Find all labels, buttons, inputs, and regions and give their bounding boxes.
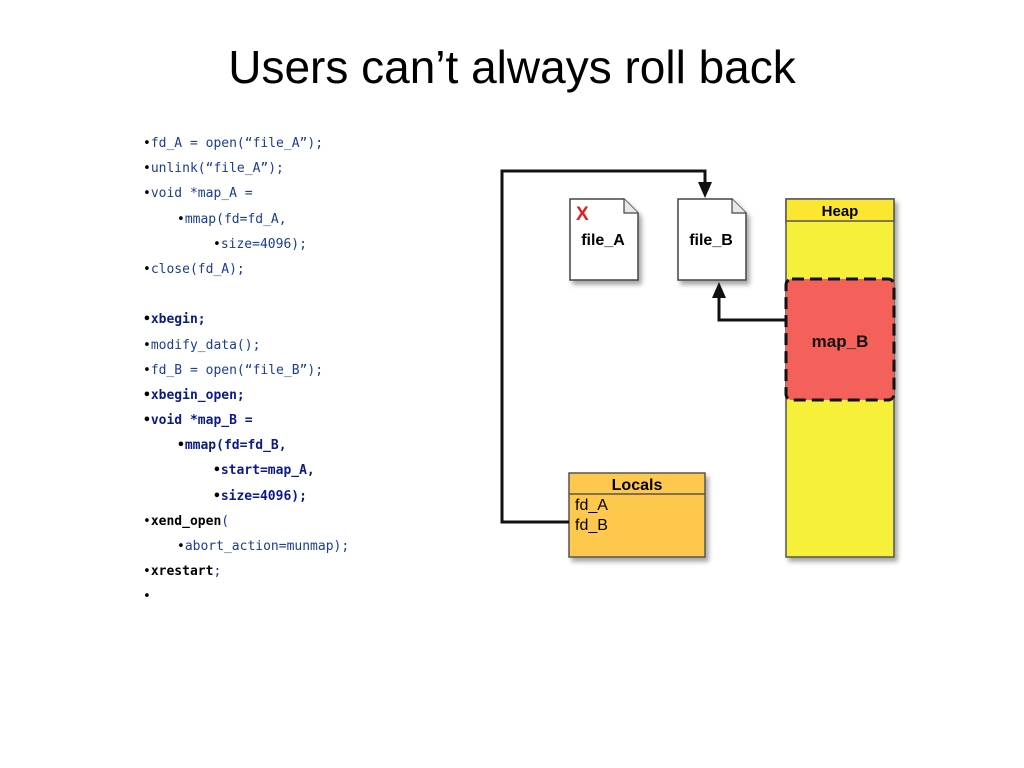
code-text: void *map_A = (150, 186, 253, 202)
file-b-label: file_B (689, 232, 733, 249)
bullet-icon: • (143, 513, 151, 529)
code-listing: •fd_A = open(“file_A”);•unlink(“file_A”)… (143, 133, 349, 612)
bullet-icon: • (177, 539, 185, 554)
code-line: •mmap(fd=fd_A, (143, 209, 349, 234)
bullet-icon: • (143, 413, 151, 429)
code-text: mmap(fd=fd_A, (184, 211, 287, 227)
slide-title: Users can’t always roll back (228, 41, 796, 93)
code-line: •start=map_A, (143, 460, 349, 485)
heap-label: Heap (822, 203, 859, 220)
bullet-icon: • (143, 312, 151, 328)
code-line: •void *map_A = (143, 183, 349, 208)
deleted-mark-icon: X (576, 204, 589, 225)
locals-entry-fd-a: fd_A (575, 497, 608, 514)
bullet-icon: • (143, 564, 151, 580)
heap-header (785, 198, 895, 222)
bullet-icon: • (143, 136, 151, 151)
bullet-icon: • (143, 589, 151, 605)
code-text: ( (221, 513, 230, 529)
bullet-icon: • (143, 362, 151, 378)
locals-box (568, 472, 706, 558)
map-b-region (784, 277, 896, 402)
code-text: start=map_A, (220, 463, 315, 479)
code-line: •mmap(fd=fd_B, (143, 435, 349, 460)
code-text: fd_A = open(“file_A”); (150, 136, 324, 151)
map-b-to-file-b-arrow (717, 296, 786, 322)
code-line: •abort_action=munmap); (143, 536, 349, 561)
code-line: •fd_B = open(“file_B”); (143, 360, 349, 385)
bullet-icon: • (177, 211, 185, 227)
code-text: size=4096); (220, 236, 307, 252)
file-a-label: file_A (581, 232, 625, 249)
code-line: •size=4096); (143, 234, 349, 259)
locals-entry-fd-b: fd_B (575, 517, 608, 534)
bullet-icon: • (177, 438, 185, 454)
map-b-label: map_B (812, 332, 869, 351)
code-text: xbegin_open; (150, 387, 245, 403)
code-text: fd_B = open(“file_B”); (150, 362, 324, 378)
code-line: •fd_A = open(“file_A”); (143, 133, 349, 158)
file-a-document (569, 198, 639, 281)
bullet-icon: • (143, 161, 151, 177)
code-text: unlink(“file_A”); (150, 161, 284, 177)
code-text: close(fd_A); (150, 261, 245, 277)
code-text: modify_data(); (150, 337, 261, 353)
code-text: ; (213, 564, 222, 580)
code-line: •xend_open( (143, 511, 349, 536)
code-line: •xbegin; (143, 309, 349, 334)
code-text: xbegin; (150, 312, 206, 328)
file-b-document (677, 198, 747, 281)
code-line: •xbegin_open; (143, 385, 349, 410)
code-keyword: xrestart (150, 564, 214, 580)
code-line: •void *map_B = (143, 410, 349, 435)
code-line: •xrestart; (143, 561, 349, 586)
code-text: size=4096); (220, 488, 307, 504)
code-keyword: xend_open (150, 513, 222, 529)
bullet-icon: • (143, 337, 151, 353)
bullet-icon: • (143, 387, 151, 403)
code-line: •size=4096); (143, 486, 349, 511)
bullet-icon: • (143, 261, 151, 277)
code-line: •modify_data(); (143, 335, 349, 360)
code-text: void *map_B = (150, 413, 253, 429)
code-line: •unlink(“file_A”); (143, 158, 349, 183)
fd-b-to-file-b-arrow (500, 169, 707, 524)
bullet-icon: • (213, 236, 221, 252)
code-line: • (143, 586, 349, 611)
code-text: mmap(fd=fd_B, (184, 438, 287, 454)
locals-label: Locals (612, 477, 663, 494)
code-line: •close(fd_A); (143, 259, 349, 284)
map-b-arrowhead-icon (712, 282, 726, 298)
code-text: abort_action=munmap); (184, 539, 350, 554)
bullet-icon: • (143, 186, 151, 202)
bullet-icon: • (213, 463, 221, 479)
bullet-icon: • (213, 488, 221, 504)
fd-b-arrowhead-icon (698, 182, 712, 198)
